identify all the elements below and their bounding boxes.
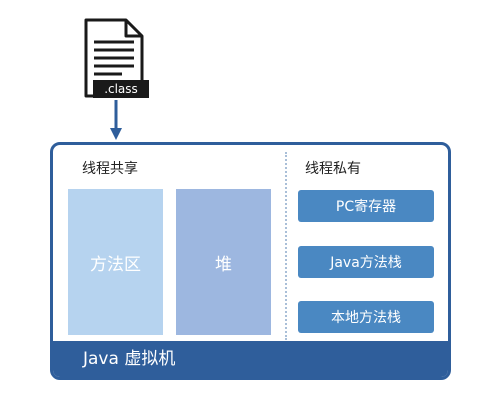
- pc-register-block: PC寄存器: [298, 190, 434, 222]
- section-divider: [285, 152, 287, 340]
- heap-block: 堆: [176, 189, 271, 335]
- java-method-stack-label: Java方法栈: [330, 255, 402, 271]
- heap-label: 堆: [215, 254, 232, 275]
- native-method-stack-label: 本地方法栈: [331, 310, 401, 326]
- class-file-icon: [84, 18, 149, 98]
- thread-private-title: 线程私有: [305, 161, 361, 177]
- thread-shared-title: 线程共享: [82, 161, 138, 177]
- native-method-stack-block: 本地方法栈: [298, 301, 434, 333]
- arrow-down-icon: [110, 100, 122, 140]
- pc-register-label: PC寄存器: [335, 199, 397, 215]
- java-method-stack-block: Java方法栈: [298, 246, 434, 278]
- method-area-label: 方法区: [90, 254, 141, 275]
- jvm-label: Java 虚拟机: [53, 341, 448, 377]
- method-area-block: 方法区: [68, 189, 163, 335]
- class-file-label: .class: [104, 82, 138, 96]
